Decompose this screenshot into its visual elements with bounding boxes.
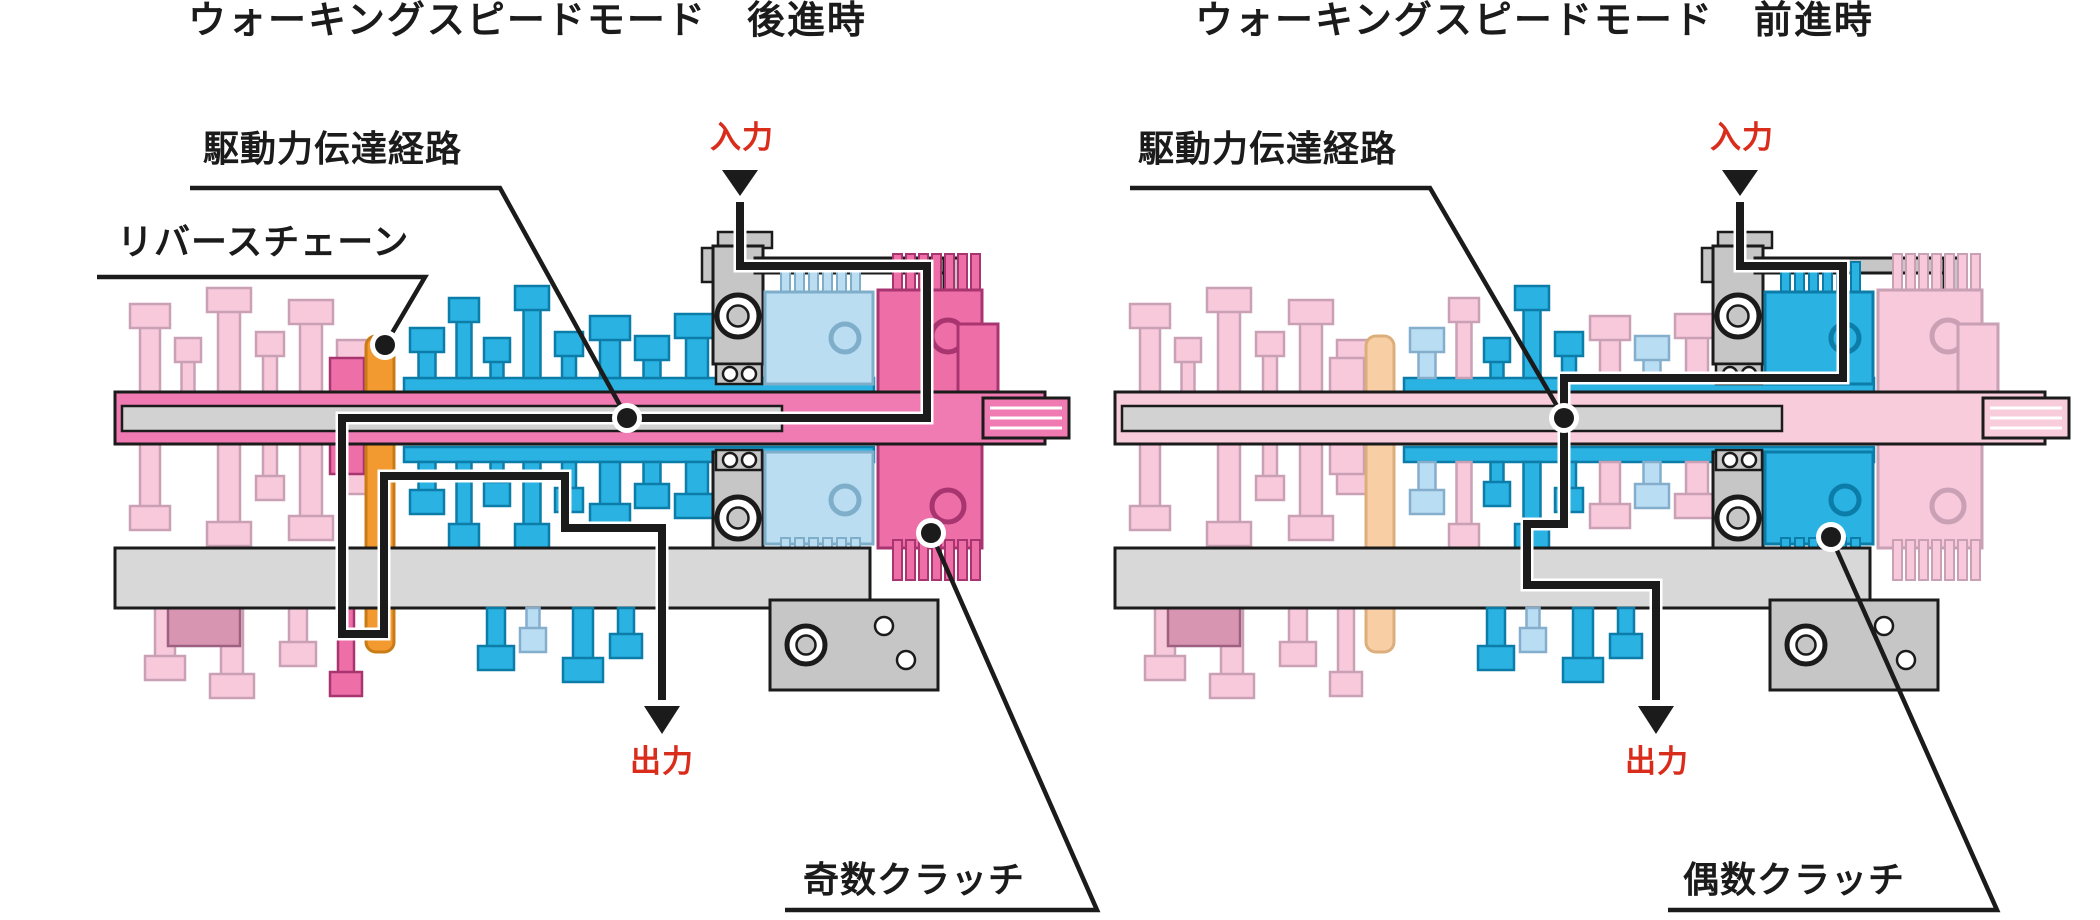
machinery-right (1113, 170, 2071, 913)
leader-lines (97, 185, 1101, 913)
label-drive-path-right: 駆動力伝達経路 (1138, 128, 1398, 169)
label-input-right: 入力 (1710, 120, 1774, 155)
lower-output-shaft (113, 546, 872, 610)
bottom-gear-cluster (1476, 606, 1644, 684)
label-drive-path-left: 駆動力伝達経路 (203, 128, 463, 169)
label-output-right: 出力 (1625, 744, 1689, 779)
label-odd-clutch: 奇数クラッチ (803, 859, 1026, 900)
machinery-left (97, 170, 1101, 913)
leader-lines (1130, 185, 2001, 913)
output-arrow-icon (644, 706, 680, 734)
label-output-left: 出力 (630, 744, 694, 779)
output-arrow-icon (1638, 706, 1674, 734)
input-arrow-icon (722, 170, 758, 196)
mid-gear-cluster (1408, 284, 1721, 550)
title-walking-mode-reverse: ウォーキングスピードモード 後進時 (188, 0, 867, 42)
clutch-assembly (700, 230, 1000, 581)
left-gear-cluster (128, 286, 369, 700)
label-input-left: 入力 (710, 120, 774, 155)
drive-force-route (1520, 202, 1850, 700)
lower-bearing-housing (768, 598, 940, 692)
title-walking-mode-forward: ウォーキングスピードモード 前進時 (1195, 0, 1874, 42)
bottom-gear-cluster (476, 606, 644, 684)
label-reverse-chain: リバースチェーン (117, 221, 410, 262)
drive-force-route (335, 202, 934, 700)
lower-output-shaft (1113, 546, 1872, 610)
label-even-clutch: 偶数クラッチ (1683, 859, 1906, 900)
left-gear-cluster (1128, 286, 1369, 700)
lower-bearing-housing (1768, 598, 1940, 692)
input-arrow-icon (1722, 170, 1758, 196)
upper-main-shaft (1113, 390, 2071, 446)
